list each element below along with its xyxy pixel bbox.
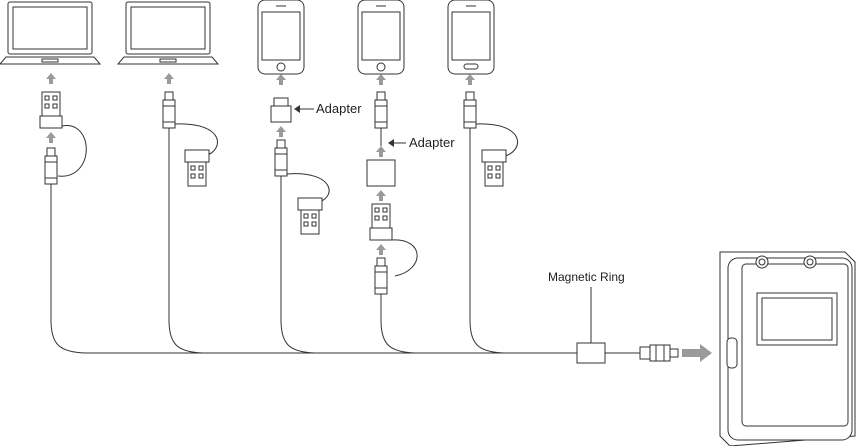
- adapter-pointer-2: [388, 139, 406, 147]
- up-arrow-icon: [376, 74, 386, 85]
- up-arrow-icon: [276, 74, 286, 85]
- right-arrow-icon: [682, 344, 712, 362]
- output-plug: [640, 345, 678, 361]
- phone-icon: [258, 0, 304, 74]
- phone-icon: [358, 0, 404, 74]
- cable-column-5: [464, 92, 518, 320]
- player-device: [720, 252, 855, 446]
- adapter-label-2: Adapter: [409, 135, 455, 150]
- magnetic-ring-label: Magnetic Ring: [548, 270, 625, 284]
- adapter-pointer-1: [294, 105, 314, 113]
- cable-column-2: [163, 92, 217, 320]
- laptop-icon: [118, 2, 218, 64]
- cable-bundle: [51, 320, 640, 353]
- up-arrow-icon: [164, 73, 174, 84]
- up-arrow-icon: [46, 73, 56, 84]
- phone-icon: [448, 0, 494, 74]
- cable-column-1: [40, 92, 86, 320]
- adapter-label-1: Adapter: [316, 101, 362, 116]
- up-arrow-icon: [465, 74, 475, 85]
- magnetic-ring: [577, 287, 605, 363]
- cable-column-4: [367, 92, 417, 320]
- cable-column-3: [271, 98, 329, 320]
- laptop-icon: [0, 2, 100, 64]
